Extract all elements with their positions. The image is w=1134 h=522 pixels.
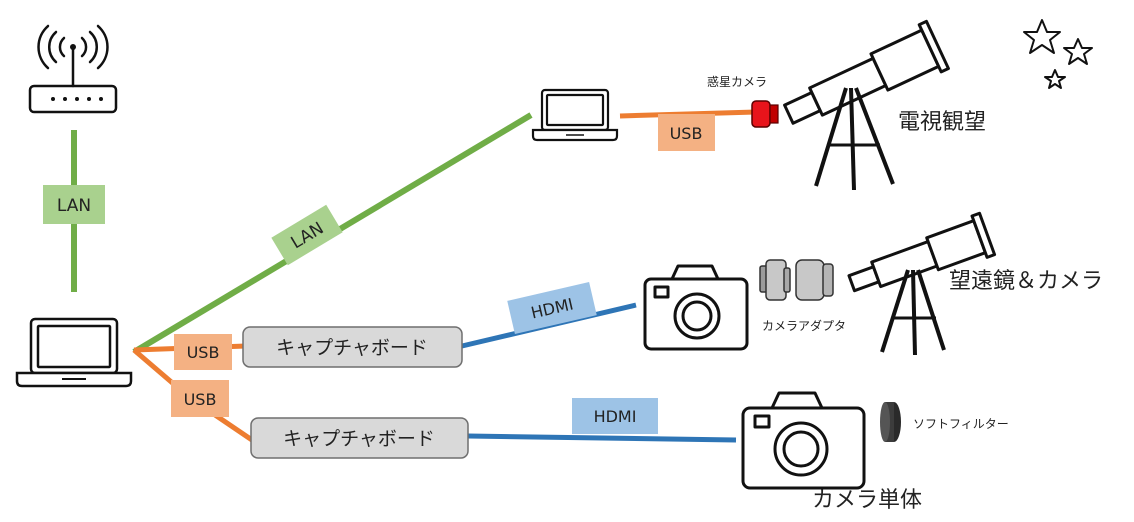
telescope-camera-label: 望遠鏡＆カメラ <box>949 269 1103 294</box>
lan-label-top-box <box>43 185 105 224</box>
usb-label-capture-2-box <box>171 380 229 417</box>
camera-icon-2 <box>741 391 866 490</box>
adapter-ring-icon <box>759 259 834 301</box>
electric-viewing-label: 電視観望 <box>898 110 986 135</box>
capture-board-2 <box>250 417 469 459</box>
lan-label-diagonal-box <box>271 204 343 266</box>
telescope-icon-middle <box>847 211 997 356</box>
camera-icon-1 <box>643 264 749 351</box>
capture-board-1-label: キャプチャボード <box>276 337 428 359</box>
hdmi-label-2: HDMI <box>594 407 637 426</box>
hdmi-label-2-box <box>572 398 658 434</box>
filter-icon <box>880 402 901 442</box>
lan-label-top: LAN <box>57 196 91 216</box>
soft-filter-label: ソフトフィルター <box>913 417 1009 431</box>
planet-camera-icon <box>751 100 779 128</box>
laptop-icon-top <box>531 88 619 142</box>
usb-label-planet-box <box>658 114 715 151</box>
hdmi-label-1-box <box>507 281 597 335</box>
camera-adapter-label: カメラアダプタ <box>762 318 846 333</box>
stars-icon <box>1023 19 1093 89</box>
router-icon <box>28 24 118 114</box>
usb-label-capture-2: USB <box>184 390 217 409</box>
usb-label-capture-1-box <box>174 334 232 370</box>
usb-label-planet: USB <box>670 124 703 143</box>
usb-label-capture-1: USB <box>187 343 220 362</box>
camera-only-label: カメラ単体 <box>812 488 922 513</box>
capture-board-1 <box>242 326 463 368</box>
hdmi-line-2 <box>467 433 737 443</box>
telescope-icon-top <box>783 19 950 191</box>
capture-board-2-label: キャプチャボード <box>283 428 435 450</box>
laptop-icon-main <box>15 317 133 388</box>
planet-camera-label: 惑星カメラ <box>707 75 767 89</box>
